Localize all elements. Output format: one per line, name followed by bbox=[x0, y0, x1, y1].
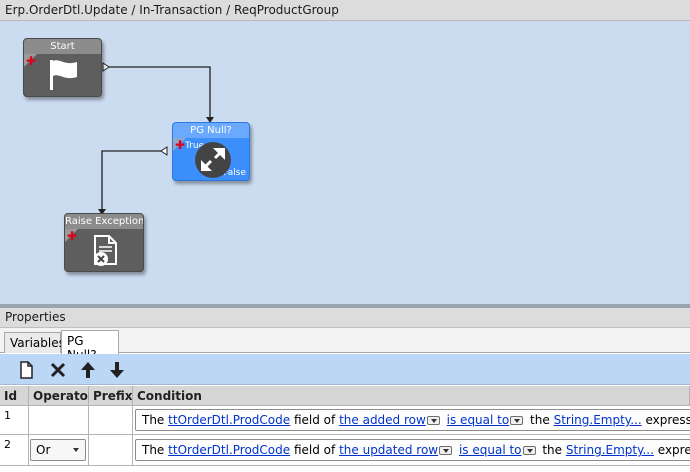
conditions-toolbar bbox=[0, 354, 690, 385]
node-corner-marker bbox=[65, 229, 78, 242]
column-header-id[interactable]: Id bbox=[0, 386, 29, 406]
condition-row-link[interactable]: the added row bbox=[339, 413, 426, 427]
condition-node[interactable]: PG Null? ✚ True False bbox=[172, 122, 250, 181]
conditions-grid: Id Operator Prefix Condition 1 The ttOrd… bbox=[0, 386, 690, 472]
condition-expression-label: expression bbox=[657, 443, 690, 457]
condition-icon bbox=[195, 142, 231, 178]
workflow-canvas[interactable]: Start ✚ PG Null? ✚ True False Raise Exce… bbox=[0, 21, 690, 304]
operator-select-value: Or bbox=[36, 443, 51, 457]
properties-tabs: Variables PG Null? bbox=[0, 328, 690, 362]
add-marker-icon[interactable]: ✚ bbox=[67, 229, 78, 243]
condition-field-link[interactable]: ttOrderDtl.ProdCode bbox=[168, 443, 291, 457]
row-operator[interactable] bbox=[29, 406, 89, 434]
workflow-connectors bbox=[98, 62, 214, 215]
condition-value-link[interactable]: String.Empty... bbox=[565, 443, 654, 457]
start-node[interactable]: Start ✚ bbox=[23, 38, 102, 97]
delete-icon[interactable] bbox=[48, 360, 68, 380]
condition-expression: The ttOrderDtl.ProdCode field of the upd… bbox=[135, 439, 690, 461]
operator-dropdown-icon[interactable] bbox=[510, 416, 524, 425]
condition-value-link[interactable]: String.Empty... bbox=[553, 413, 642, 427]
table-row[interactable]: 2 Or The ttOrderDtl.ProdCode field of th… bbox=[0, 435, 690, 466]
condition-field-of: field of bbox=[293, 443, 336, 457]
add-marker-icon[interactable]: ✚ bbox=[26, 54, 37, 68]
operator-select[interactable]: Or bbox=[30, 439, 86, 461]
condition-expression: The ttOrderDtl.ProdCode field of the add… bbox=[135, 409, 690, 431]
raise-exception-node[interactable]: Raise Exception 0 ✚ bbox=[64, 213, 144, 272]
exception-document-icon bbox=[94, 235, 117, 266]
properties-header: Properties bbox=[0, 308, 690, 328]
column-header-condition[interactable]: Condition bbox=[133, 386, 690, 406]
row-id: 1 bbox=[0, 406, 29, 434]
row-operator-cell bbox=[29, 435, 89, 465]
condition-the: The bbox=[142, 443, 165, 457]
start-node-title: Start bbox=[24, 39, 101, 54]
row-prefix[interactable] bbox=[89, 435, 133, 465]
condition-the-2: the bbox=[542, 443, 563, 457]
designer-title-bar: Erp.OrderDtl.Update / In-Transaction / R… bbox=[0, 0, 690, 21]
true-branch-label: True bbox=[185, 141, 205, 151]
row-dropdown-icon[interactable] bbox=[439, 446, 453, 455]
panel-splitter[interactable] bbox=[0, 304, 690, 308]
condition-expression-label: expression bbox=[645, 413, 690, 427]
add-marker-icon[interactable]: ✚ bbox=[175, 138, 186, 152]
condition-the: The bbox=[142, 413, 165, 427]
chevron-down-icon bbox=[73, 448, 79, 452]
table-row[interactable]: 1 The ttOrderDtl.ProdCode field of the a… bbox=[0, 406, 690, 435]
operator-dropdown-icon[interactable] bbox=[522, 446, 536, 455]
condition-operator-link[interactable]: is equal to bbox=[458, 443, 522, 457]
column-header-prefix[interactable]: Prefix bbox=[89, 386, 133, 406]
condition-field-link[interactable]: ttOrderDtl.ProdCode bbox=[168, 413, 291, 427]
tab-variables[interactable]: Variables bbox=[4, 332, 65, 353]
move-up-icon[interactable] bbox=[78, 360, 98, 380]
raise-exception-node-title: Raise Exception 0 bbox=[65, 214, 144, 229]
false-branch-label: False bbox=[223, 168, 246, 178]
new-document-icon[interactable] bbox=[16, 360, 36, 380]
move-down-icon[interactable] bbox=[107, 360, 127, 380]
condition-row-link[interactable]: the updated row bbox=[339, 443, 439, 457]
condition-node-title: PG Null? bbox=[173, 123, 249, 138]
flag-icon bbox=[50, 60, 77, 90]
node-corner-marker bbox=[24, 54, 37, 67]
condition-operator-link[interactable]: is equal to bbox=[446, 413, 510, 427]
row-prefix[interactable] bbox=[89, 406, 133, 434]
row-dropdown-icon[interactable] bbox=[426, 416, 440, 425]
condition-the-2: the bbox=[530, 413, 550, 427]
condition-field-of: field of bbox=[293, 413, 336, 427]
column-header-operator[interactable]: Operator bbox=[29, 386, 94, 406]
row-id: 2 bbox=[0, 435, 29, 465]
node-corner-marker bbox=[173, 138, 186, 151]
tab-pg-null[interactable]: PG Null? bbox=[61, 330, 119, 362]
